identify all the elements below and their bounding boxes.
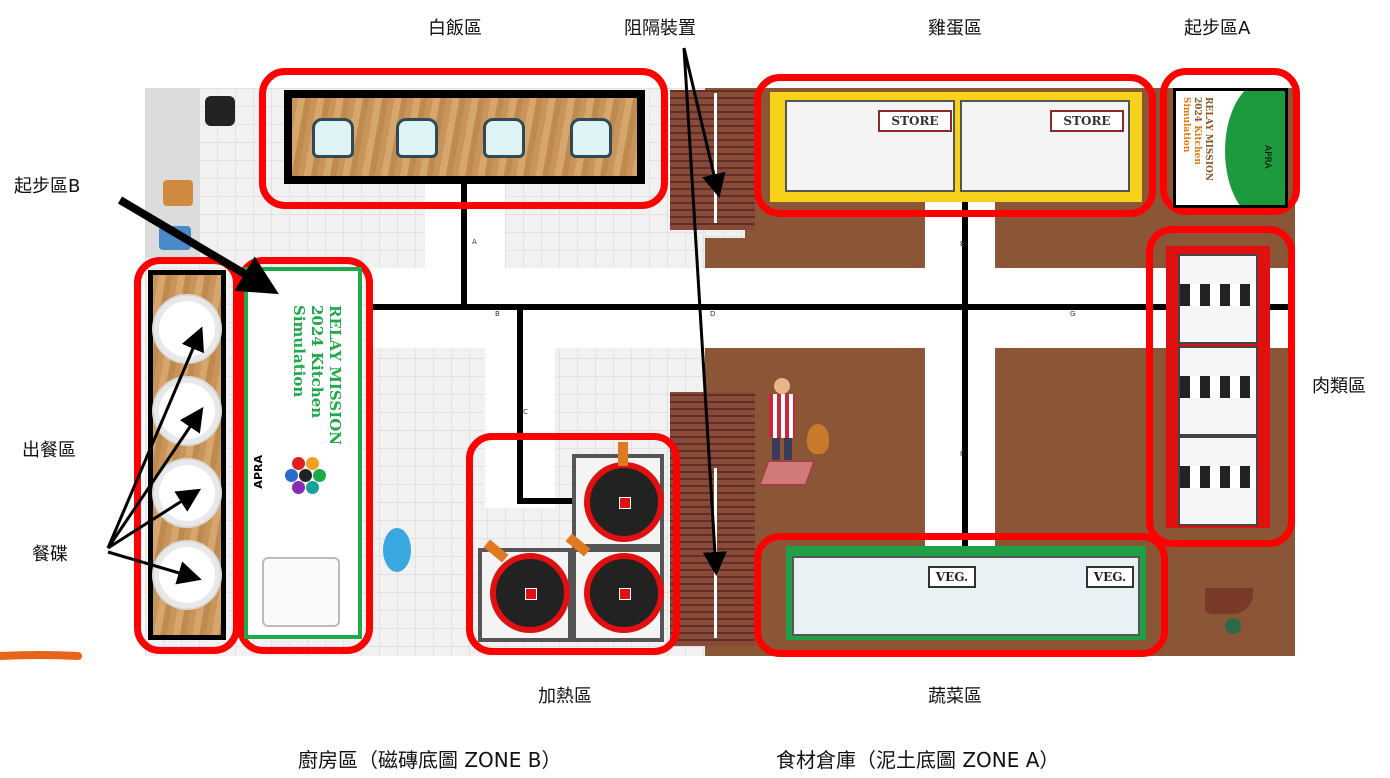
marker-d: D [710,310,716,318]
meat-shop-2 [1178,346,1258,436]
plate-4 [154,542,220,608]
chef-figure [762,378,802,468]
sign-b-brand: APRA [252,455,265,489]
start-zone-b-highlight [237,257,373,654]
frying-pan-icon-2 [490,553,570,633]
barrier-post-bottom [714,468,717,638]
barrier-post-top [714,93,717,223]
label-start-b: 起步區B [14,176,81,197]
frying-pan-icon-3 [584,553,664,633]
wheelbarrow-icon [1205,588,1253,614]
wheelbarrow-wheel [1225,618,1241,634]
label-barrier: 阻隔裝置 [624,18,696,39]
apra-logo-icon [284,457,330,503]
sign-b-line4: Simulation [290,305,308,398]
meat-zone-highlight [1146,226,1295,547]
store-sign-2: STORE [1050,110,1124,132]
plate-2 [154,378,220,444]
start-zone-a-highlight [1160,68,1300,215]
plate-1 [154,296,220,362]
label-heating-zone: 加熱區 [538,686,592,707]
label-egg-zone: 雞蛋區 [928,18,982,39]
label-storage-area: 食材倉庫（泥土底圖 ZONE A） [776,748,1060,772]
rice-cooker-icon-3 [483,118,525,158]
meat-shop-1 [1178,254,1258,344]
marker-f: F [960,450,965,458]
label-serving-zone: 出餐區 [22,440,76,461]
marker-b: B [495,310,500,318]
water-splash-icon [383,528,411,572]
sign-a-line4: Simulation [1181,97,1191,153]
pan-handle-1 [618,442,628,466]
store-sign-1: STORE [878,110,952,132]
pot-icon [205,96,235,126]
track-ef-vertical [962,194,968,554]
track-c-vertical [517,306,523,502]
frying-pan-icon-1 [584,462,664,542]
rice-zone-highlight [259,68,668,209]
track-a-vertical [461,180,467,306]
plate-3 [154,460,220,526]
meat-shop-3 [1178,436,1258,526]
chicken-figure [807,424,829,454]
barrier-wall-bottom [670,392,755,646]
veg-sign-1: VEG. [928,566,976,588]
label-rice-zone: 白飯區 [428,18,482,39]
egg-zone-highlight [754,74,1156,217]
sign-b-line2: 2024 [308,305,326,347]
label-vegetable-zone: 蔬菜區 [928,686,982,707]
road-vertical-2 [925,183,995,563]
sign-a-line3: Kitchen [1192,125,1202,165]
orange-mark [0,651,82,660]
label-start-a: 起步區A [1184,18,1251,39]
sign-a-line1: RELAY MISSION [1203,97,1213,182]
vegetable-zone-highlight [754,533,1168,657]
marker-g: G [1070,310,1076,318]
marker-a: A [472,238,477,246]
label-plates: 餐碟 [32,544,68,565]
label-meat-zone: 肉類區 [1312,376,1366,397]
veg-sign-2: VEG. [1086,566,1134,588]
sign-b-line1: RELAY MISSION [326,305,344,446]
marker-e: E [960,240,965,248]
sink-icon [159,226,191,250]
sign-a-line2: 2024 [1192,97,1202,123]
label-kitchen-area: 廚房區（磁磚底圖 ZONE B） [298,748,562,772]
marker-c: C [523,408,528,416]
rice-cooker-icon-1 [312,118,354,158]
heating-zone-highlight [466,433,680,655]
rice-cooker-icon-4 [570,118,612,158]
track-main-horizontal [370,304,1295,310]
track-c-horizontal [517,498,577,504]
rice-cooker-icon-2 [396,118,438,158]
barrier-wall-top [670,90,755,230]
sign-a-brand: APRA [1262,145,1272,169]
cutting-board-icon [163,180,193,206]
sign-b-line3: Kitchen [308,351,326,419]
start-box-b [262,557,340,627]
chef-mat [758,460,816,486]
start-zone-a-card: RELAY MISSION 2024 Kitchen Simulation AP… [1173,88,1288,208]
start-zone-b-card: RELAY MISSION 2024 Kitchen Simulation AP… [244,267,362,639]
